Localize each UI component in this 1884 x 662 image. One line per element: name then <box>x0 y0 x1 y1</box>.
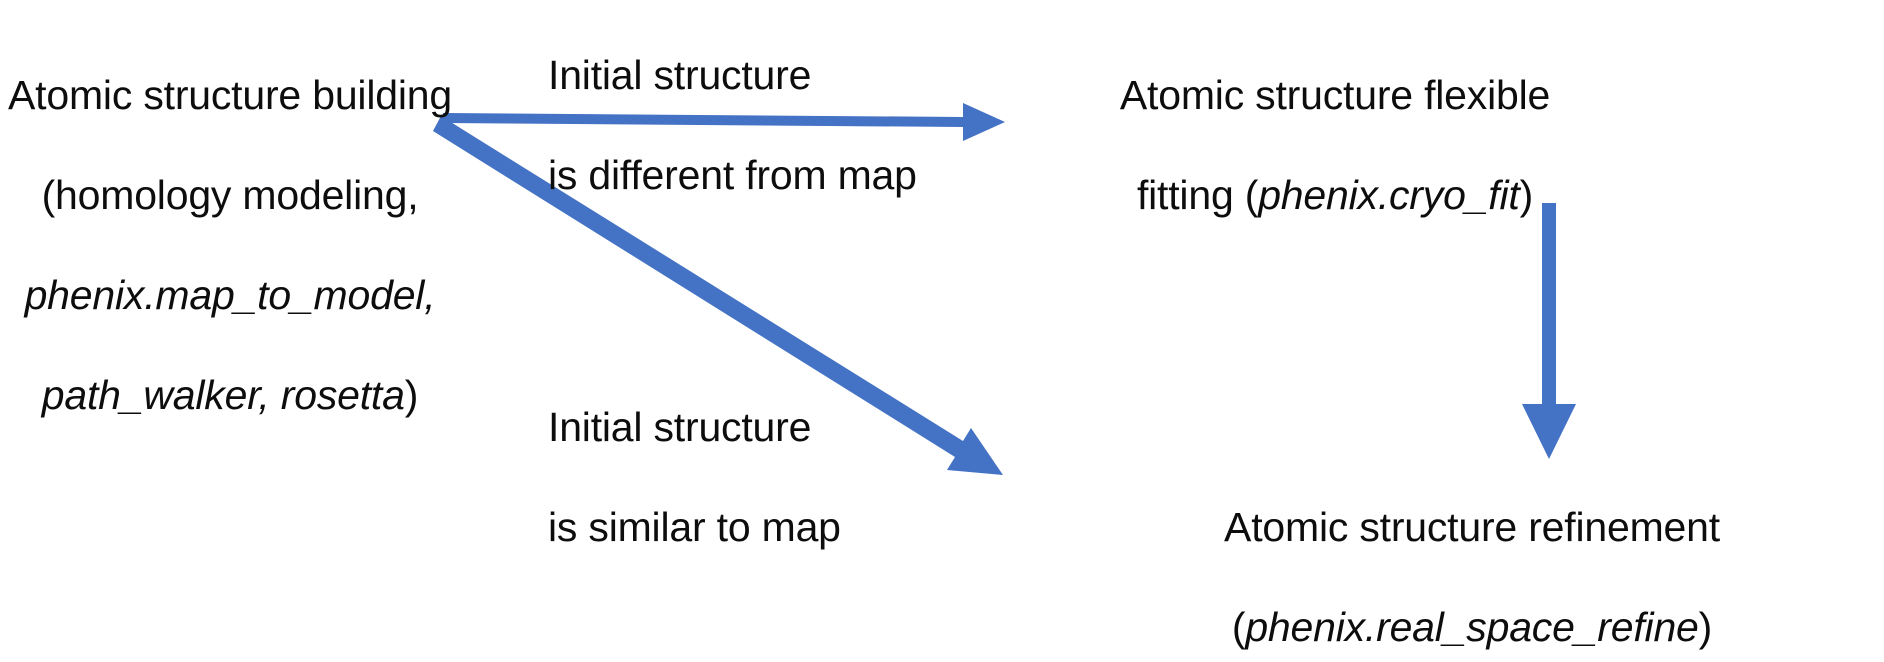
node-atomic-structure-building: Atomic structure building (homology mode… <box>0 20 460 470</box>
node-building-line-3: phenix.map_to_model, <box>24 272 436 319</box>
edge-label-similar-line-1: Initial structure <box>548 404 812 451</box>
node-refinement-line-2: (phenix.real_space_refine) <box>1060 602 1884 652</box>
node-flexible-fitting-line-1: Atomic structure flexible <box>1119 72 1551 119</box>
node-refinement-line-2-head: ( <box>1231 604 1246 651</box>
node-flexible-fitting-line-2-italic: phenix.cryo_fit <box>1258 172 1520 219</box>
node-flexible-fitting-line-2: fitting (phenix.cryo_fit) <box>1075 170 1595 220</box>
edge-label-different-line-2: is different from map <box>548 152 917 199</box>
node-flexible-fitting-line-2-head: fitting ( <box>1136 172 1259 219</box>
node-atomic-structure-flexible-fitting: Atomic structure flexible fitting (pheni… <box>1075 20 1595 270</box>
node-refinement-line-2-tail: ) <box>1698 604 1713 651</box>
node-atomic-structure-refinement: Atomic structure refinement (phenix.real… <box>1060 452 1884 662</box>
node-building-line-4-italic: path_walker, rosetta <box>41 372 405 419</box>
node-refinement-line-2-italic: phenix.real_space_refine <box>1245 604 1699 651</box>
edge-label-initial-structure-similar: Initial structure is similar to map <box>548 352 948 602</box>
node-building-line-2: (homology modeling, <box>41 172 419 219</box>
node-building-line-1: Atomic structure building <box>8 72 452 119</box>
node-building-line-4: path_walker, rosetta) <box>0 370 460 420</box>
node-building-line-4-tail: ) <box>404 372 419 419</box>
edge-label-initial-structure-different: Initial structure is different from map <box>548 0 948 250</box>
edge-label-similar-line-2: is similar to map <box>548 504 841 551</box>
node-flexible-fitting-line-2-tail: ) <box>1519 172 1534 219</box>
node-refinement-line-1: Atomic structure refinement <box>1224 504 1720 551</box>
edge-label-different-line-1: Initial structure <box>548 52 812 99</box>
